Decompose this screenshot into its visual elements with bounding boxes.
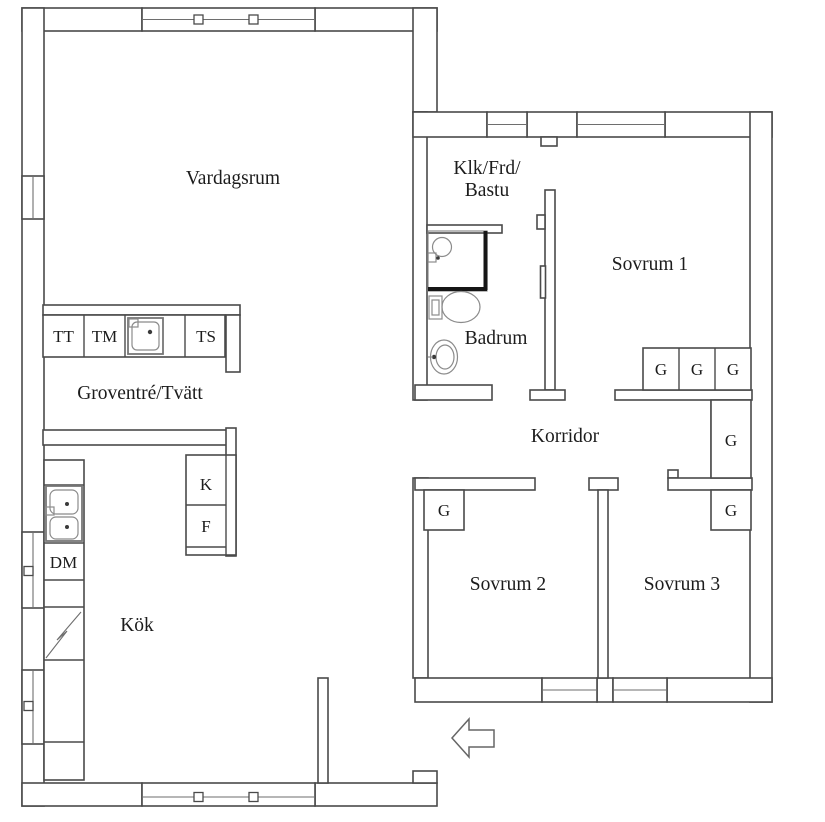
wardrobe-box	[423, 489, 465, 531]
window-marker-icon	[23, 565, 34, 577]
window-rb-top-2	[576, 111, 666, 138]
wardrobe-box	[710, 399, 752, 479]
door-leaf	[539, 265, 547, 299]
bottom-wall-right	[314, 782, 438, 807]
room-label-klk-line1: Klk/Frd/	[453, 158, 521, 179]
window-left-kok-2	[21, 669, 45, 745]
wardrobes: G G G G G G	[423, 347, 752, 531]
wardrobe-label: G	[438, 501, 450, 520]
toilet-icon	[428, 290, 481, 324]
appliance-label-f: F	[201, 517, 210, 536]
window-rb-bottom-1	[541, 677, 598, 703]
right-wall-upper	[412, 7, 438, 113]
window-rb-top-1	[486, 111, 528, 138]
interior-walls	[42, 189, 753, 784]
sovrum3-top-wall	[667, 477, 753, 491]
window-marker-icon	[23, 700, 34, 712]
appliance-label-k: K	[200, 475, 213, 494]
wall-l-return	[225, 314, 241, 373]
entry-door-jamb	[412, 770, 438, 784]
sovrum1-left-wall	[544, 189, 556, 391]
kitchen-fittings: K F DM	[43, 454, 237, 781]
room-label-sovrum2: Sovrum 2	[470, 574, 546, 595]
rb-top-wall-block	[526, 111, 578, 138]
window-marker-icon	[193, 791, 204, 803]
laundry-sink-icon	[127, 317, 164, 355]
wardrobe-row-sovrum1: G G G	[642, 347, 752, 391]
room-labels: Vardagsrum Klk/Frd/ Bastu Sovrum 1 Badru…	[77, 158, 720, 636]
bathroom-fixtures	[427, 230, 488, 375]
wardrobe-box	[710, 489, 752, 531]
rb-bottom-wall-left	[414, 677, 543, 703]
rb-bottom-wall-foot	[596, 677, 614, 703]
sovrum2-3-wall-cap	[588, 477, 619, 491]
entrance-arrow-icon	[450, 717, 495, 759]
room-label-sovrum1: Sovrum 1	[612, 254, 688, 275]
window-left-kok-1	[21, 531, 45, 609]
fridge-freezer-cabinet: K F	[185, 454, 237, 556]
washbasin-icon	[428, 339, 459, 375]
rb-top-wall-left	[412, 111, 488, 138]
sovrum1-bottom-wall	[614, 389, 753, 401]
appliance-label-tm: TM	[92, 327, 118, 346]
shower-icon	[427, 230, 488, 292]
wardrobe-label: G	[655, 360, 667, 379]
rb-bottom-wall-right	[666, 677, 773, 703]
window-band	[141, 782, 316, 807]
entry-screen-wall	[317, 677, 329, 784]
wardrobe-label: G	[727, 360, 739, 379]
door-jamb	[667, 469, 679, 479]
sovrum2-top-wall	[414, 477, 536, 491]
klk-bottom-wall	[426, 224, 503, 234]
wardrobe-korridor-nook: G	[710, 399, 752, 479]
appliance-label-tt: TT	[53, 327, 74, 346]
window-marker-icon	[248, 791, 259, 803]
wardrobe-label: G	[691, 360, 703, 379]
window-rb-bottom-2	[612, 677, 668, 703]
window-top	[141, 7, 316, 32]
shared-wall-upper	[412, 111, 428, 401]
badrum-bottom-wall	[414, 384, 493, 401]
room-label-korridor: Korridor	[531, 426, 600, 447]
stove-zigzag-icon	[45, 611, 82, 659]
window-bottom	[141, 782, 316, 807]
wardrobe-sovrum3: G	[710, 489, 752, 531]
door-jamb	[536, 214, 546, 230]
wardrobe-box	[642, 347, 752, 391]
appliance-label-ts: TS	[196, 327, 216, 346]
sovrum2-3-wall	[597, 489, 609, 679]
room-label-vardagsrum: Vardagsrum	[186, 168, 280, 189]
room-label-klk-line2: Bastu	[465, 180, 510, 201]
window-left-vardagsrum	[21, 175, 45, 220]
laundry-counter: TT TM TS	[42, 314, 226, 358]
window-marker-icon	[248, 14, 259, 25]
rb-right-wall	[749, 111, 773, 703]
room-label-badrum: Badrum	[465, 328, 528, 349]
room-label-groventre-tvatt: Groventré/Tvätt	[77, 383, 203, 404]
room-label-sovrum3: Sovrum 3	[644, 574, 720, 595]
wardrobe-label: G	[725, 431, 737, 450]
wardrobe-sovrum2: G	[423, 489, 465, 531]
kitchen-double-sink-icon	[45, 485, 83, 542]
window-marker-icon	[193, 14, 204, 25]
wardrobe-label: G	[725, 501, 737, 520]
chimney-notch	[540, 136, 558, 147]
bottom-wall-left	[21, 782, 143, 807]
appliance-label-dm: DM	[50, 553, 77, 572]
groventre-kok-wall	[42, 429, 228, 446]
windows	[21, 7, 668, 807]
room-label-kok: Kök	[120, 615, 154, 636]
vardagsrum-bottom-wall	[42, 304, 241, 316]
sovrum1-wall-foot	[529, 389, 566, 401]
